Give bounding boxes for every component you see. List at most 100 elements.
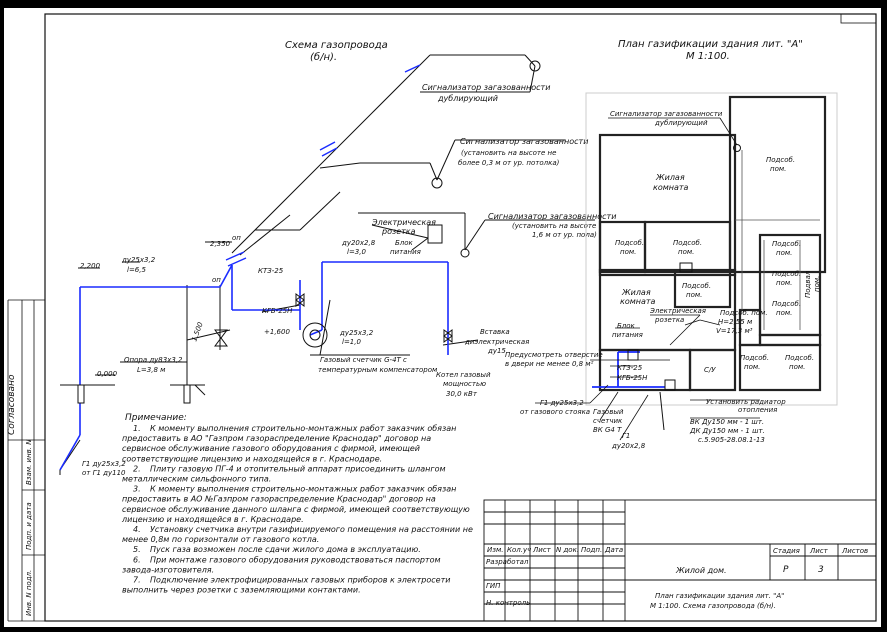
scheme-support-line2: L=3,8 м xyxy=(137,366,166,374)
plan-vk-line2: ДК Ду150 мм - 1 шт. xyxy=(689,427,765,435)
plan-leaders xyxy=(535,117,760,441)
tb-col-sign: Подп. xyxy=(581,546,602,554)
plan-meter-line1: Газовый xyxy=(593,408,624,416)
room-util-10-line2: пом. xyxy=(813,276,821,292)
notes: Примечание: 1. К моменту выполнения строи… xyxy=(121,413,473,595)
scheme-pipe-c-line1: ду25х3,2 xyxy=(339,329,374,337)
plan-g1-line2: от газового стояка xyxy=(520,408,590,416)
room-util-6-line2: пом. xyxy=(776,279,792,287)
tb-col-kol: Кол.уч xyxy=(507,546,531,554)
note-number: 3. xyxy=(133,485,141,494)
scheme-g1-line2: от Г1 ду110 xyxy=(82,469,126,477)
plan-g1b-line2: ду20х2,8 xyxy=(611,442,646,450)
room-util-8-line1: Подсоб. xyxy=(740,354,769,362)
plan-g1b-line1: Г1 xyxy=(622,432,630,440)
stamp-inv-orig: Инв. N подл. xyxy=(25,570,33,616)
side-stamp xyxy=(7,299,45,622)
room-util-3-line2: пом. xyxy=(678,248,694,256)
tb-sheets-label: Листов xyxy=(841,547,868,555)
plan-inner-lines xyxy=(735,150,820,330)
tb-drawing-line2: М 1:100. Схема газопровода (б/н). xyxy=(650,602,776,610)
room-util-8-line2: пом. xyxy=(744,363,760,371)
note-line: соответствующие лицензию и находящейся в… xyxy=(122,454,382,463)
tb-col-doc: N док. xyxy=(556,546,579,554)
scheme-signal-mid-line2: (установить на высоте не xyxy=(461,149,556,157)
plan-meter-line3: ВК G4 Т xyxy=(593,426,622,434)
tb-sheet-value: 3 xyxy=(818,565,824,575)
room-living-2-line1: Жилая xyxy=(621,288,651,297)
scheme-black-lines xyxy=(59,54,595,475)
notes-heading: Примечание: xyxy=(125,413,187,423)
signaliser-floor-icon xyxy=(460,248,470,258)
note-number: 2. xyxy=(133,464,141,473)
note-number: 4. xyxy=(133,525,141,534)
note-line: сервисное обслуживание данного шланга с … xyxy=(122,505,470,514)
scheme-socket-line1: Электрическая xyxy=(371,218,436,227)
note-line: При монтаже газового оборудования руково… xyxy=(150,555,441,564)
plan-gas-pipe xyxy=(592,351,665,388)
scheme-sleeves xyxy=(225,64,421,267)
scheme-pipe-c-line2: l=1,0 xyxy=(342,338,361,346)
note-line: лицензию и находящейся в г. Краснодаре. xyxy=(121,515,304,524)
plan-boiler-icon xyxy=(664,379,676,391)
tb-sheet-label: Лист xyxy=(809,547,829,555)
plan-title-line1: План газификации здания лит. "А" xyxy=(618,39,803,50)
note-line: К моменту выполнения строительно-монтажн… xyxy=(150,424,456,433)
tb-drawing-line1: План газификации здания лит. "А" xyxy=(655,592,784,600)
stamp-replace-inv: Взам. инв. N xyxy=(25,439,33,485)
plan-signal-line1: Сигнализатор загазованности xyxy=(610,110,723,118)
room-util-7-line2: пом. xyxy=(776,309,792,317)
scheme-pipe-a-line1: ду25х3,2 xyxy=(121,256,156,264)
note-line: завода-изготовителя. xyxy=(122,565,214,574)
note-line: Подключение электрофицированных газовых … xyxy=(150,576,450,585)
scheme-signal-mid-line1: Сигнализатор загазованности xyxy=(460,137,588,146)
scheme-signal-low-line1: Сигнализатор загазованности xyxy=(488,212,616,221)
title-block-lines xyxy=(483,499,877,622)
note-line: Плиту газовую ПГ-4 и отопительный аппара… xyxy=(150,464,446,473)
plan-signal-line2: дублирующий xyxy=(654,119,708,127)
scheme-pipe-b-line1: ду20х2,8 xyxy=(341,239,376,247)
room-util-2-line2: пом. xyxy=(620,248,636,256)
plan-walls xyxy=(598,95,827,392)
scheme-signal-low-line2: (установить на высоте xyxy=(512,222,596,230)
plan-vk-line3: с.5.905-28.08.1-13 xyxy=(698,436,765,444)
plan-radiator-line1: Установить радиатор xyxy=(706,398,786,406)
note-number: 1. xyxy=(133,424,141,433)
plan-room-data-line3: V=17,3 м³ xyxy=(716,327,753,335)
scheme-insert-line3: ду15 xyxy=(487,347,506,355)
plan-room-data-line2: Н=2,55 м xyxy=(718,318,753,326)
plan-radiator-line2: отопления xyxy=(738,406,777,414)
room-util-3-line1: Подсоб. xyxy=(673,239,702,247)
note-line: металлическим сильфонного типа. xyxy=(122,475,271,484)
plan-room-data-line1: Подсоб. пом. xyxy=(720,309,768,317)
scheme-pipe-b-line2: l=3,0 xyxy=(347,248,366,256)
scheme-kgb: КГБ-25Н xyxy=(262,307,293,315)
scheme-elev-1600: +1,600 xyxy=(264,328,290,336)
scheme-insert-line2: диэлектрическая xyxy=(464,338,529,346)
scheme-insert-line1: Вставка xyxy=(480,328,510,336)
room-util-7-line1: Подсоб. xyxy=(772,300,801,308)
plan-block-line2: питания xyxy=(612,331,643,339)
note-line: выполнить через розетки с заземляющими к… xyxy=(122,586,361,595)
scheme-meter-line2: температурным компенсатором xyxy=(318,366,438,374)
plan-stove-icon xyxy=(679,262,693,273)
stamp-sign-date: Подп. и дата xyxy=(25,502,33,550)
scheme-support-line1: Опора ду83х3,2 xyxy=(124,356,183,364)
note-number: 7. xyxy=(133,576,141,585)
plan-kts: КТЗ-25 xyxy=(617,364,643,372)
scheme-elev-0000: 0,000 xyxy=(97,370,118,378)
room-util-10-line1: Подвал xyxy=(804,270,812,298)
signaliser-duplicate-icon xyxy=(529,60,541,72)
note-line: Установку счетчика внутри газифицируемог… xyxy=(150,525,473,534)
room-living-1-line1: Жилая xyxy=(655,173,685,182)
room-living-1-line2: комната xyxy=(653,183,689,192)
tb-stage-label: Стадия xyxy=(773,547,800,555)
tb-stage-value: Р xyxy=(783,565,789,575)
drawing-frame xyxy=(44,13,877,622)
plan-socket-line2: розетка xyxy=(654,316,684,324)
note-line: менее 0,8м по горизонтали от газового ко… xyxy=(122,535,319,544)
note-line: К моменту выполнения строительно-монтажн… xyxy=(150,485,456,494)
tb-object-name: Жилой дом. xyxy=(675,566,727,575)
note-line: Пуск газа возможен после сдачи жилого до… xyxy=(150,545,421,554)
